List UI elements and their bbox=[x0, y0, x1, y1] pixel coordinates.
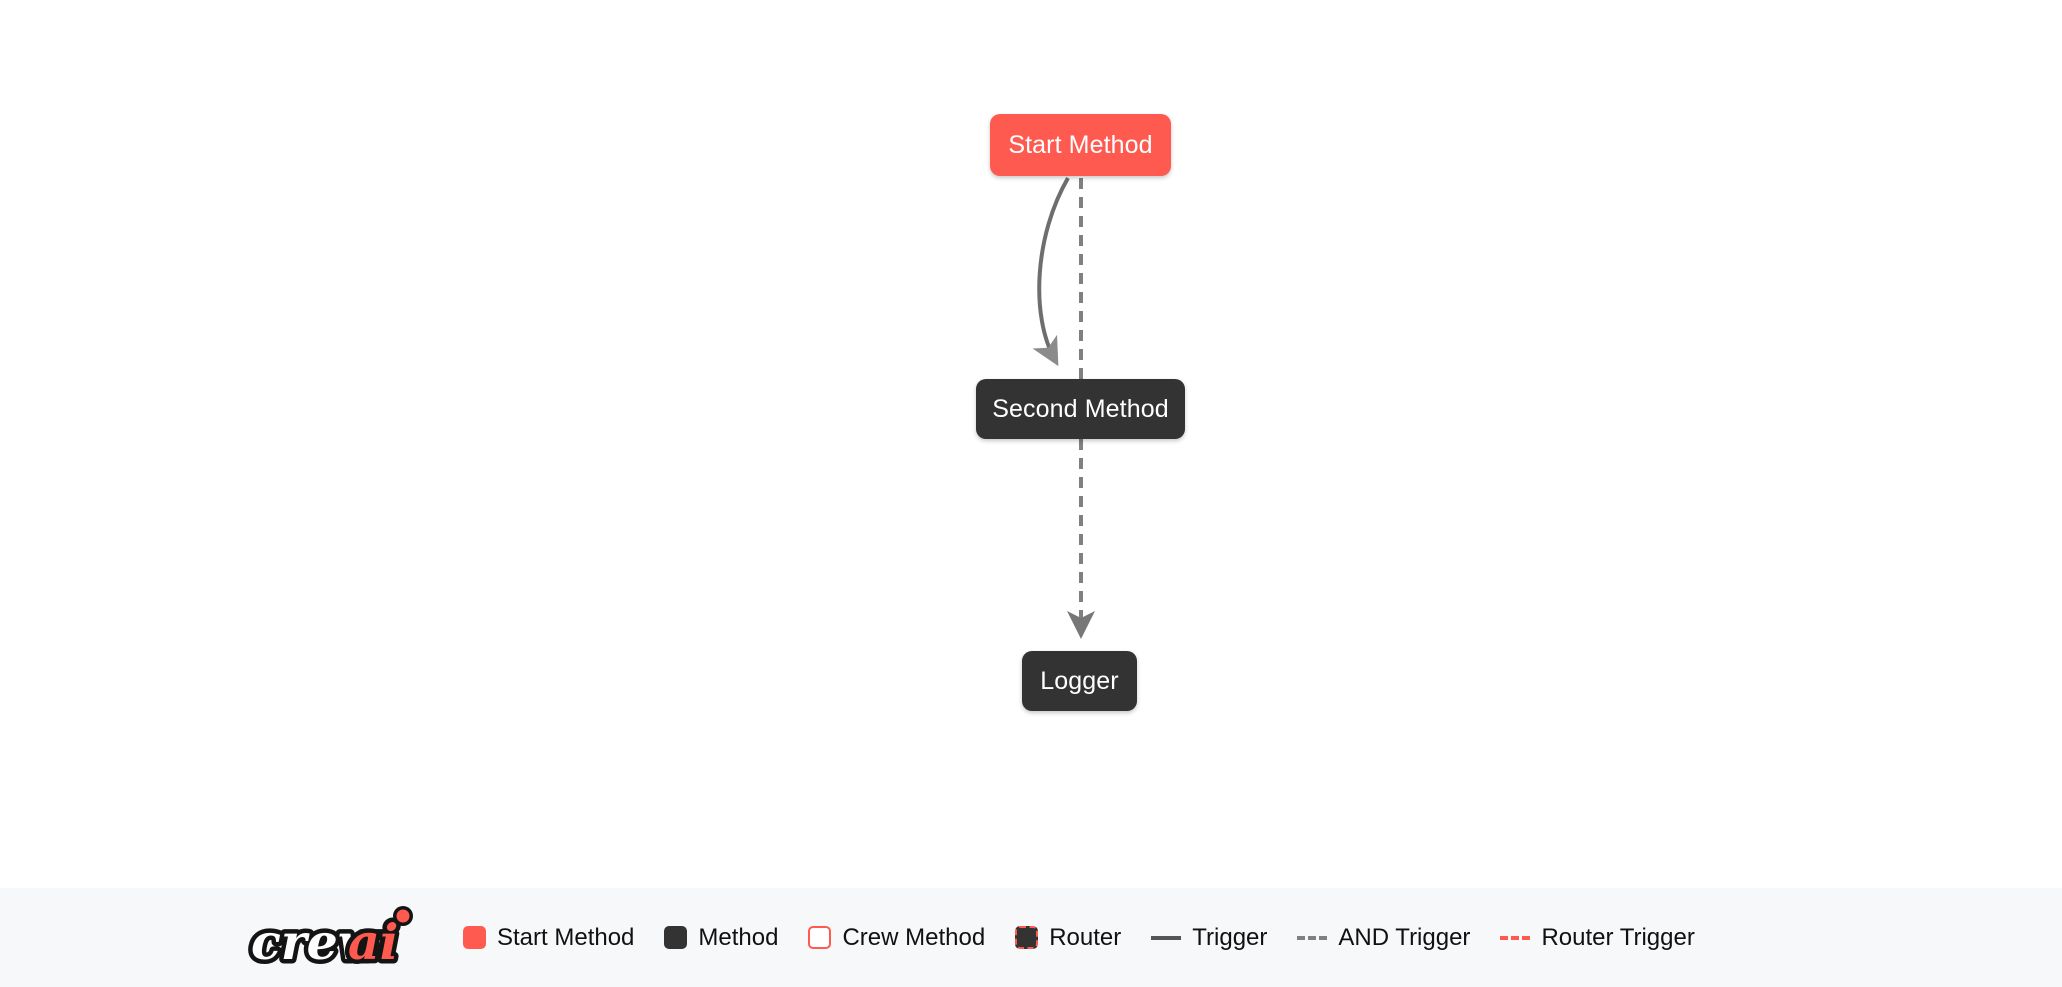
legend-label: Start Method bbox=[497, 923, 635, 951]
node-logger[interactable]: Logger bbox=[1022, 651, 1137, 711]
logo-outline-crew: crew bbox=[251, 913, 382, 971]
logo-text-ai: ai bbox=[348, 913, 398, 971]
legend-item-router: Router bbox=[1015, 923, 1122, 951]
edge-layer bbox=[1032, 176, 1095, 639]
legend-item-method: Method bbox=[664, 923, 779, 951]
node-label: Logger bbox=[1040, 666, 1119, 695]
legend-footer: crew crew ai ai Start Method Method bbox=[0, 888, 2062, 987]
legend-label: Method bbox=[698, 923, 779, 951]
router-swatch-icon bbox=[1015, 926, 1039, 949]
legend-label: Router bbox=[1049, 923, 1122, 951]
trigger-line-icon bbox=[1151, 935, 1182, 940]
legend-label: Trigger bbox=[1192, 923, 1268, 951]
legend-item-router-trigger: Router Trigger bbox=[1500, 923, 1695, 951]
crewai-logo: crew crew ai ai bbox=[248, 903, 423, 974]
and-trigger-line-icon bbox=[1297, 935, 1328, 940]
node-start-method[interactable]: Start Method bbox=[990, 114, 1171, 176]
edge-start-second[interactable] bbox=[1032, 176, 1070, 367]
legend-item-and-trigger: AND Trigger bbox=[1297, 923, 1471, 951]
logo-dot bbox=[396, 909, 410, 922]
legend: Start Method Method Crew Method Router T… bbox=[463, 923, 1695, 951]
legend-label: Router Trigger bbox=[1541, 923, 1695, 951]
legend-label: Crew Method bbox=[842, 923, 986, 951]
legend-item-crew-method: Crew Method bbox=[808, 923, 986, 951]
router-trigger-line-icon bbox=[1500, 935, 1531, 940]
legend-label: AND Trigger bbox=[1338, 923, 1471, 951]
node-label: Start Method bbox=[1008, 130, 1153, 159]
start-method-swatch-icon bbox=[463, 926, 486, 949]
legend-item-trigger: Trigger bbox=[1151, 923, 1268, 951]
node-second-method[interactable]: Second Method bbox=[976, 379, 1185, 439]
node-label: Second Method bbox=[992, 394, 1169, 423]
crew-method-swatch-icon bbox=[808, 926, 832, 949]
method-swatch-icon bbox=[664, 926, 688, 949]
flow-canvas[interactable]: Start Method Second Method Logger bbox=[0, 0, 2062, 888]
legend-item-start-method: Start Method bbox=[463, 923, 635, 951]
logo-text-crew: crew bbox=[251, 913, 382, 971]
logo-outline-ai: ai bbox=[348, 913, 398, 971]
